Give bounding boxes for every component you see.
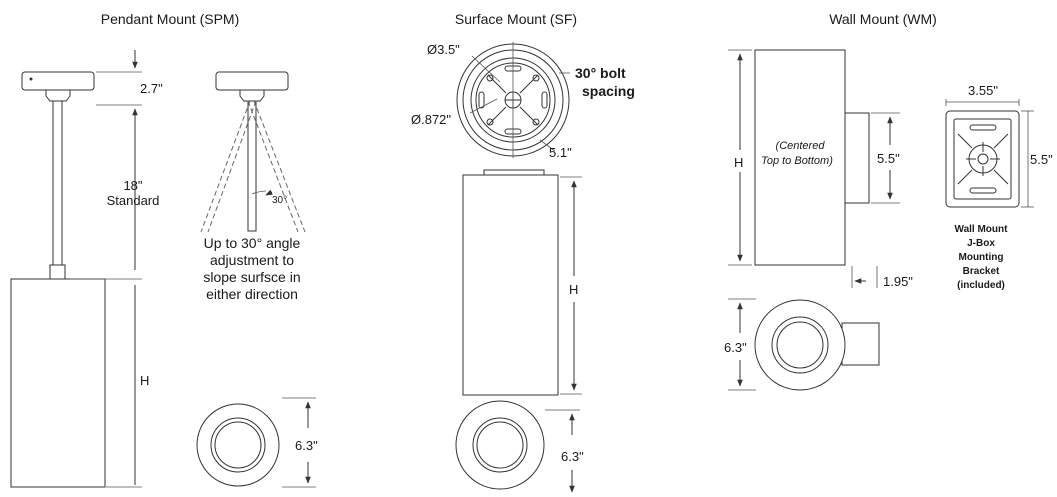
surface-fixture <box>462 169 559 396</box>
pendant-fixture-straight <box>10 71 106 488</box>
angled-swivel <box>239 89 265 102</box>
pendant-fixture-angled: 30° <box>200 71 306 233</box>
pendant-caption: Up to 30° angle adjustment to slope surf… <box>203 235 300 302</box>
pendant-title: Pendant Mount (SPM) <box>101 11 240 27</box>
canopy-screw <box>29 77 33 81</box>
projection-label: 1.95" <box>883 274 913 289</box>
stem-standard-label: Standard <box>107 193 160 208</box>
angled-canopy <box>215 71 289 91</box>
wall-dimensions: H 5.5" 1.95" <box>728 49 913 289</box>
surface-mount-section: Surface Mount (SF) <box>411 11 635 493</box>
pendant-dimensions: 2.7" 18" Standard H <box>70 50 163 488</box>
canopy-height-label: 2.7" <box>140 81 163 96</box>
bolt-spacing-line-2: spacing <box>582 83 635 99</box>
bracket-caption-2: J-Box <box>967 238 995 249</box>
bracket-caption-5: (included) <box>957 280 1005 291</box>
caption-line-3: slope surfsce in <box>203 269 300 285</box>
surface-dimensions: H <box>560 176 582 395</box>
wall-height-label: H <box>734 155 743 170</box>
wall-note-line-1: (Centered <box>776 140 826 152</box>
pendant-mount-section: Pendant Mount (SPM) 2.7" 18" Standard H <box>10 11 318 488</box>
bracket-caption-3: Mounting <box>959 252 1004 263</box>
hole-diameter-label: Ø3.5" <box>427 42 460 57</box>
caption-line-1: Up to 30° angle <box>204 235 301 251</box>
wall-bottom-view: 6.3" <box>724 298 880 391</box>
surface-cylinder <box>462 174 559 396</box>
wall-mount-section: Wall Mount (WM) (Centered Top to Bottom)… <box>724 11 1053 391</box>
pendant-bottom-view: 6.3" <box>196 397 318 488</box>
canopy-swivel <box>45 89 71 102</box>
hole2-diameter-label: Ø.872" <box>411 112 451 127</box>
surface-title: Surface Mount (SF) <box>455 11 577 27</box>
caption-line-2: adjustment to <box>210 252 294 268</box>
pendant-cylinder <box>10 278 106 488</box>
wall-cylinder <box>754 49 846 266</box>
bolt-spacing-line-1: 30° bolt <box>575 65 626 81</box>
pendant-diameter-label: 6.3" <box>295 438 318 453</box>
bracket-width-label: 3.55" <box>968 83 998 98</box>
offset-label: 5.1" <box>549 145 572 160</box>
bracket-height-label: 5.5" <box>1030 152 1053 167</box>
stem-length-label: 18" <box>123 178 142 193</box>
bracket-caption-1: Wall Mount <box>955 224 1009 235</box>
pendant-height-label: H <box>140 373 149 388</box>
jbox-bracket: 3.55" 5.5" Wall Mount J-Box Mounting Bra… <box>945 83 1053 291</box>
wall-diameter-label: 6.3" <box>724 340 747 355</box>
wall-bottom-plate <box>841 322 880 366</box>
angled-stem-center <box>247 100 257 232</box>
pendant-stem <box>52 100 63 268</box>
angle-label: 30° <box>272 195 287 206</box>
wall-title: Wall Mount (WM) <box>829 11 937 27</box>
surface-diameter-label: 6.3" <box>561 449 584 464</box>
surface-height-label: H <box>569 282 578 297</box>
pendant-canopy <box>21 71 95 91</box>
plate-height-label: 5.5" <box>877 151 900 166</box>
stem-coupler <box>49 264 66 280</box>
surface-canopy <box>483 169 545 176</box>
bracket-caption-4: Bracket <box>963 266 1000 277</box>
surface-top-view <box>456 42 570 158</box>
caption-line-4: either direction <box>206 286 298 302</box>
wall-fixture-side <box>754 49 870 266</box>
wall-note-line-2: Top to Bottom) <box>761 155 833 167</box>
surface-bottom-view: 6.3" <box>455 400 584 493</box>
wall-backplate <box>844 112 870 204</box>
bracket-plate <box>945 110 1020 208</box>
